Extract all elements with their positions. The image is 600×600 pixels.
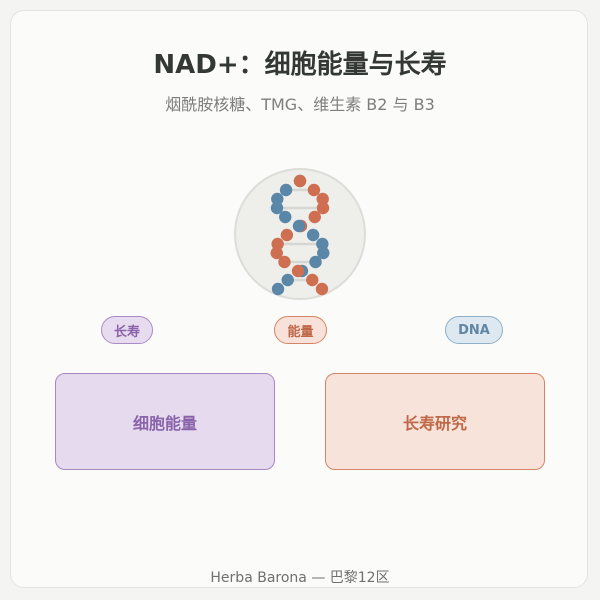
helix-node — [317, 246, 330, 260]
page-title: NAD+：细胞能量与长寿 — [153, 50, 447, 80]
tag-dna: DNA — [445, 316, 503, 344]
helix-node — [292, 219, 306, 233]
helix-node — [306, 273, 319, 287]
box-longevity-research: 长寿研究 — [325, 373, 545, 470]
helix-node — [271, 237, 284, 251]
tag-energy: 能量 — [274, 316, 327, 344]
helix-node — [271, 282, 285, 296]
helix-node — [306, 228, 320, 242]
helix-node — [270, 201, 284, 215]
helix-node — [293, 174, 307, 188]
helix-node — [278, 255, 291, 269]
helix-node — [316, 192, 329, 206]
helix-node — [279, 183, 293, 197]
helix-node — [308, 210, 321, 224]
helix-node — [316, 237, 329, 251]
helix-node — [291, 264, 305, 278]
helix-node — [309, 255, 322, 269]
helix-node — [279, 210, 292, 224]
helix-node — [307, 183, 321, 197]
helix-node — [280, 228, 294, 242]
page-subtitle: 烟酰胺核糖、TMG、维生素 B2 与 B3 — [165, 95, 435, 114]
helix-node — [270, 246, 283, 260]
helix-node — [315, 282, 329, 296]
box-cellular-energy: 细胞能量 — [55, 373, 275, 470]
dna-helix-icon — [234, 168, 366, 300]
helix-node — [271, 192, 284, 206]
helix-node — [316, 201, 330, 215]
helix-node — [281, 273, 294, 287]
box-longevity-research-label: 长寿研究 — [402, 413, 467, 433]
box-cellular-energy-label: 细胞能量 — [132, 413, 197, 433]
tag-longevity: 长寿 — [101, 316, 153, 344]
footer-credit: Herba Barona — 巴黎12区 — [210, 570, 390, 586]
